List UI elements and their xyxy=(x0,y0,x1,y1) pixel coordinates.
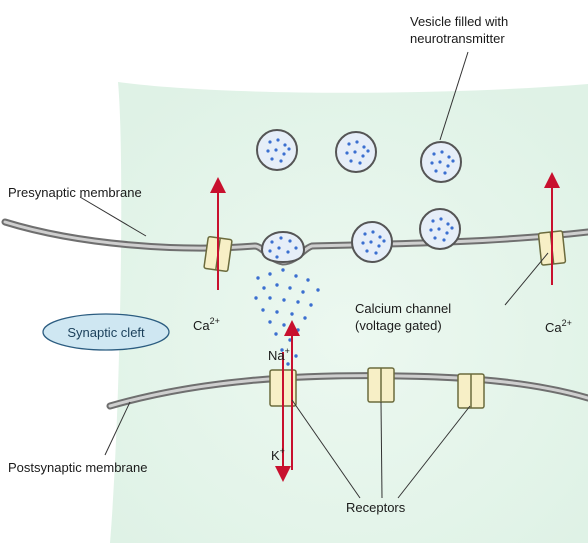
calcium-channel-label-line2: (voltage gated) xyxy=(355,318,442,333)
vesicle xyxy=(352,222,392,262)
vesicle xyxy=(421,142,461,182)
postsynaptic-label: Postsynaptic membrane xyxy=(8,460,147,475)
synaptic-cleft-label: Synaptic cleft xyxy=(43,314,169,350)
calcium-channel-label-line1: Calcium channel xyxy=(355,301,451,316)
synaptic-cleft-text: Synaptic cleft xyxy=(67,325,145,340)
vesicle xyxy=(336,132,376,172)
receptors-label: Receptors xyxy=(346,500,406,515)
vesicle xyxy=(420,209,460,249)
fusing-vesicle xyxy=(262,232,304,262)
vesicle xyxy=(257,130,297,170)
vesicle-label-line2: neurotransmitter xyxy=(410,31,505,46)
vesicle-label-line1: Vesicle filled with xyxy=(410,14,508,29)
receptor-2 xyxy=(368,368,394,402)
receptor-3 xyxy=(458,374,484,408)
presynaptic-label: Presynaptic membrane xyxy=(8,185,142,200)
